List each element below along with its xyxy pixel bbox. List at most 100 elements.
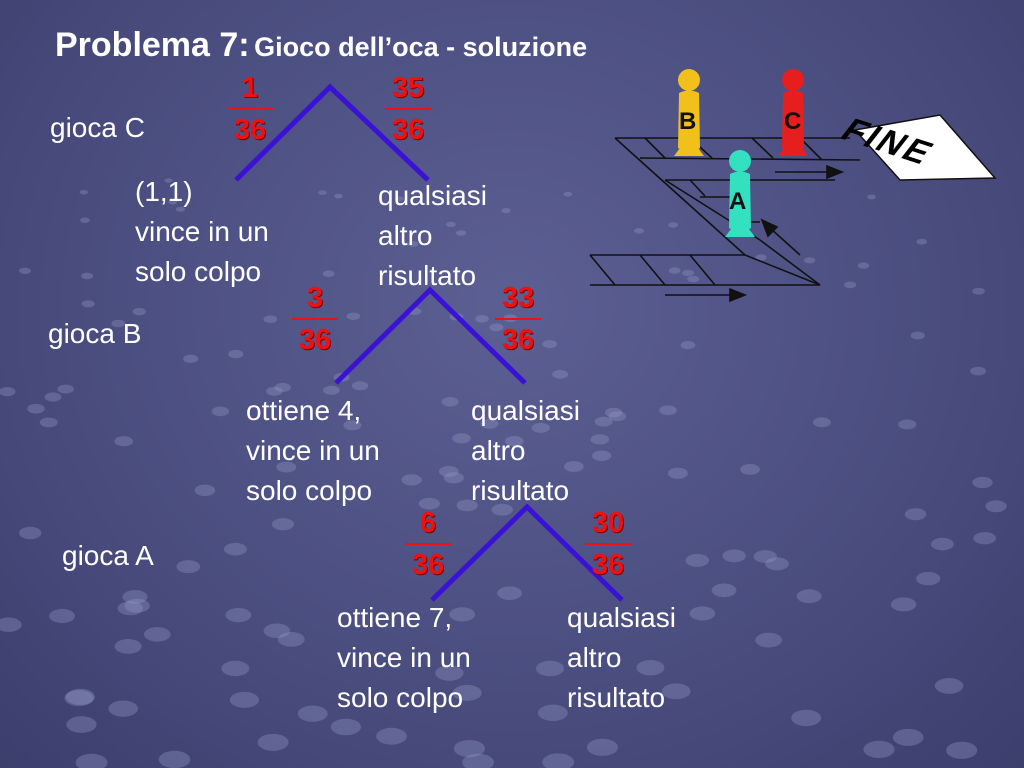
branch-c-right-text: qualsiasi altro risultato — [378, 176, 487, 296]
background-dot — [680, 341, 696, 350]
background-dot — [505, 436, 524, 447]
background-dot — [44, 392, 62, 402]
background-dot — [910, 331, 925, 340]
text-line: solo colpo — [246, 475, 373, 506]
background-dot — [687, 275, 700, 283]
background-dot — [898, 419, 917, 430]
background-dot — [563, 191, 573, 197]
fraction-bar — [495, 318, 541, 320]
background-dot — [79, 190, 89, 195]
background-dot — [803, 257, 816, 264]
fraction-bar — [292, 318, 338, 320]
background-dot — [225, 608, 252, 623]
background-dot — [857, 262, 870, 269]
background-dot — [443, 472, 464, 484]
background-dot — [892, 728, 924, 746]
background-dot — [934, 678, 964, 694]
background-dot — [916, 571, 941, 586]
fraction-denominator: 36 — [501, 324, 535, 356]
background-dot — [844, 281, 857, 289]
branch-c-left-fraction: 1 36 — [225, 72, 275, 146]
background-dot — [722, 549, 746, 563]
background-dot — [542, 340, 557, 349]
background-dot — [740, 464, 760, 475]
background-dot — [221, 660, 250, 677]
background-dot — [263, 315, 278, 324]
background-dot — [144, 627, 171, 642]
background-dot — [343, 420, 362, 431]
fraction-numerator: 35 — [391, 72, 425, 104]
background-dot — [64, 690, 94, 707]
background-dot — [796, 589, 822, 604]
text-line: (1,1) — [135, 176, 193, 207]
background-dot — [395, 196, 404, 202]
branch-a-right-fraction: 30 36 — [583, 507, 633, 581]
background-dot — [19, 526, 42, 540]
background-dot — [755, 632, 782, 648]
background-dot — [401, 474, 422, 486]
text-line: vince in un — [337, 642, 471, 673]
fraction-bar — [585, 543, 631, 545]
background-dot — [453, 740, 485, 758]
background-dot — [682, 269, 694, 277]
background-dot — [272, 518, 294, 531]
background-dot — [418, 497, 440, 510]
background-dot — [765, 557, 789, 571]
background-dot — [407, 241, 419, 248]
background-dot — [176, 560, 201, 574]
pawn-b-icon — [674, 69, 704, 156]
pawn-c-label: C — [784, 108, 802, 135]
background-dot — [449, 607, 476, 622]
background-dot — [274, 382, 291, 392]
fraction-bar — [227, 108, 273, 110]
background-dot — [711, 583, 737, 598]
background-dot — [489, 323, 504, 332]
background-dot — [608, 411, 627, 422]
page-title: Problema 7: Gioco dell’oca - soluzione — [55, 26, 587, 65]
branch-b-label: gioca B — [48, 318, 142, 349]
background-dot — [972, 287, 985, 295]
background-dot — [531, 422, 550, 433]
branch-a-right-text: qualsiasi altro risultato — [567, 598, 676, 718]
branch-c-label: gioca C — [50, 112, 145, 143]
pawn-c-icon — [778, 69, 808, 156]
branch-b-right-fraction: 33 36 — [493, 282, 543, 356]
background-dot — [81, 300, 95, 308]
text-line: solo colpo — [135, 256, 262, 287]
tree-branch-b — [334, 286, 527, 385]
fraction-numerator: 6 — [419, 507, 437, 539]
text-line: qualsiasi — [378, 180, 487, 211]
background-dot — [904, 508, 927, 521]
background-dot — [438, 466, 459, 477]
pawn-a-label: A — [729, 188, 747, 215]
background-dot — [564, 461, 584, 472]
background-dot — [604, 407, 623, 418]
background-dot — [445, 221, 456, 228]
fraction-denominator: 36 — [391, 114, 425, 146]
branch-c-right-fraction: 35 36 — [383, 72, 433, 146]
background-dot — [175, 206, 185, 212]
fraction-numerator: 1 — [241, 72, 259, 104]
background-dot — [122, 590, 148, 604]
background-dot — [435, 665, 464, 681]
background-dot — [346, 312, 361, 320]
branch-b-left-text: ottiene 4, vince in un solo colpo — [246, 391, 380, 511]
background-dot — [168, 199, 178, 205]
background-dot — [334, 193, 343, 199]
background-dot — [456, 499, 478, 512]
background-dot — [158, 750, 191, 768]
background-dot — [228, 349, 244, 359]
background-dot — [668, 267, 681, 274]
fraction-bar — [405, 543, 451, 545]
background-dot — [19, 267, 31, 274]
background-dot — [462, 753, 494, 768]
background-dot — [194, 484, 216, 496]
background-dot — [538, 704, 568, 721]
text-line: altro — [378, 220, 433, 251]
background-dot — [263, 623, 290, 639]
tree-branch-c — [234, 83, 430, 182]
background-dot — [689, 606, 716, 621]
branch-a-left-text: ottiene 7, vince in un solo colpo — [337, 598, 471, 718]
background-dot — [164, 178, 173, 183]
text-line: ottiene 4, — [246, 395, 362, 426]
